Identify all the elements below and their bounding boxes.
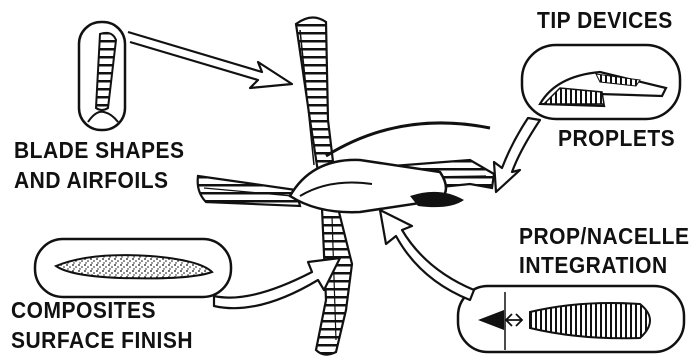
proplets-label: PROPLETS: [558, 126, 675, 152]
blade-shapes-inset: [79, 22, 125, 130]
tip-devices-inset: [522, 45, 680, 119]
tip-devices-label: TIP DEVICES: [537, 8, 673, 34]
tip-devices-arrow: [494, 118, 540, 192]
composites-arrow: [214, 258, 340, 308]
composites-inset: [35, 239, 231, 297]
blade-shapes-label-line1: BLADE SHAPES: [14, 138, 185, 164]
prop-nacelle-label-line2: INTEGRATION: [519, 253, 668, 279]
prop-nacelle-inset: [458, 286, 684, 352]
composites-label-line2: SURFACE FINISH: [11, 328, 193, 354]
prop-nacelle-arrow: [380, 210, 474, 300]
blade-shapes-arrow: [128, 32, 292, 88]
blade-shapes-label-line2: AND AIRFOILS: [14, 168, 169, 194]
composites-label-line1: COMPOSITES: [11, 298, 156, 324]
prop-nacelle-label-line1: PROP/NACELLE: [519, 224, 689, 250]
